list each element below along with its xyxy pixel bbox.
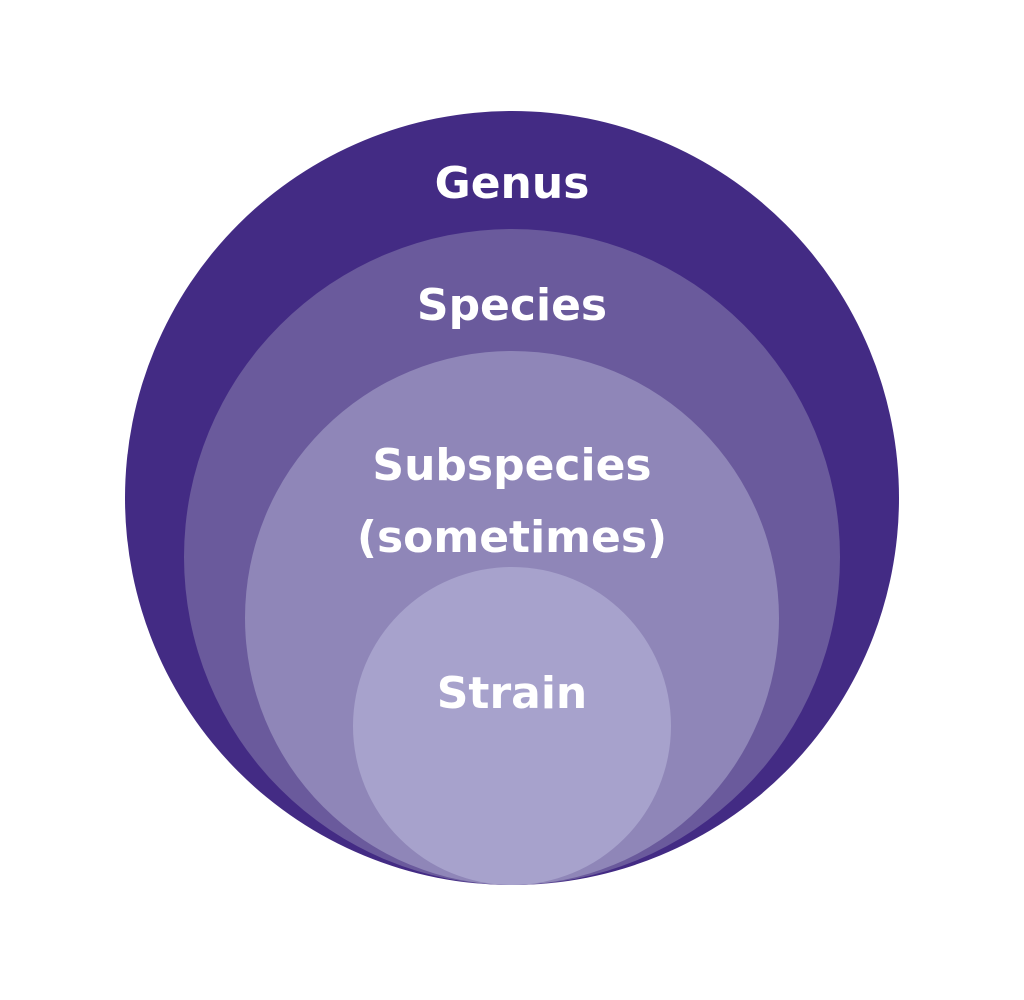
strain-label: Strain xyxy=(437,668,588,719)
genus-label: Genus xyxy=(435,158,590,209)
subspecies-qualifier-label: (sometimes) xyxy=(357,512,667,563)
strain-circle xyxy=(353,567,671,885)
species-label: Species xyxy=(417,280,607,331)
subspecies-label: Subspecies xyxy=(372,440,651,491)
